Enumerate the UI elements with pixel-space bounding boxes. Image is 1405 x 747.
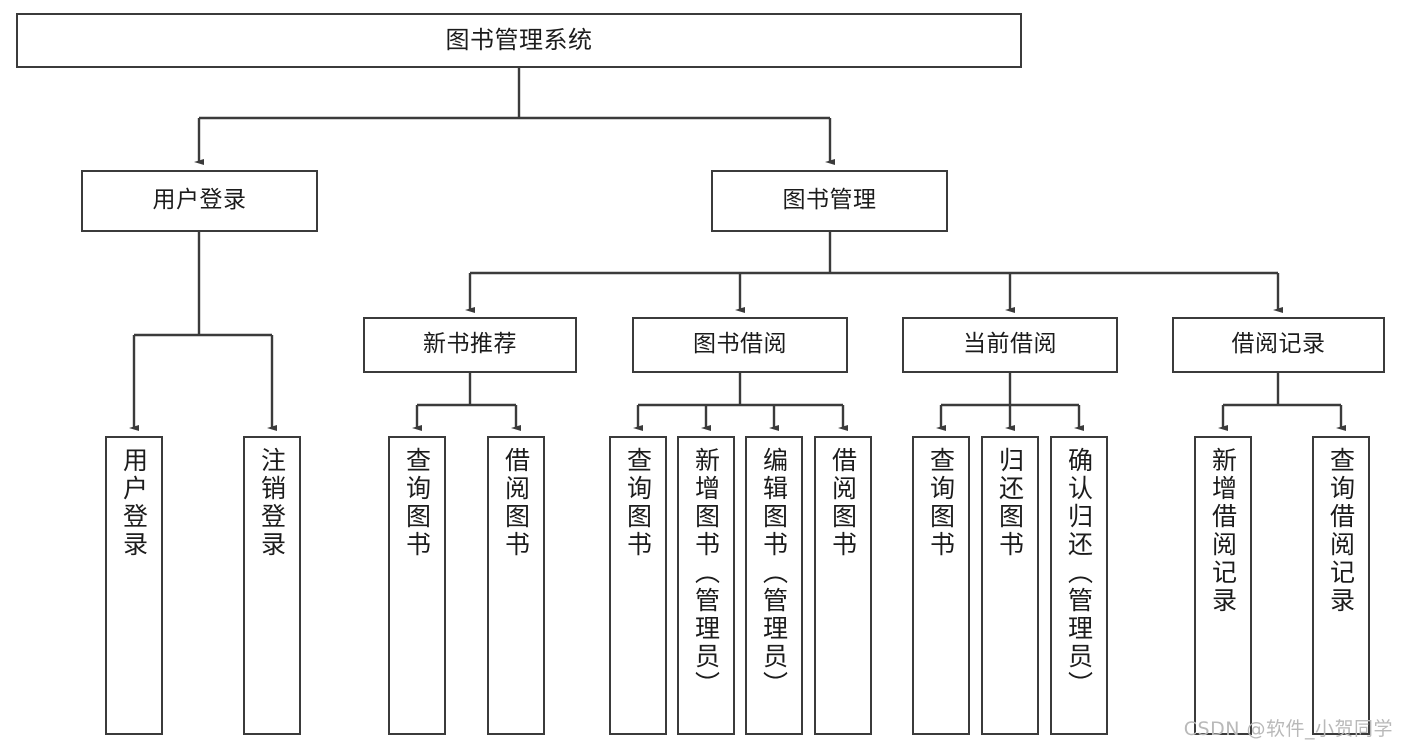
csdn-watermark: CSDN @软件_小贺同学 [1183, 718, 1393, 740]
node-leaf-query-borrow-record-label: 查询借阅记录 [1326, 447, 1356, 615]
node-current-borrow[interactable]: 当前借阅 [902, 317, 1118, 373]
node-borrow-record[interactable]: 借阅记录 [1172, 317, 1385, 373]
node-leaf-query-book-current-label: 查询图书 [926, 447, 956, 559]
node-leaf-query-book-recommend[interactable]: 查询图书 [388, 436, 446, 735]
node-leaf-return-book-label: 归还图书 [995, 447, 1025, 559]
node-leaf-query-book-borrow[interactable]: 查询图书 [609, 436, 667, 735]
node-new-book-recommend-label: 新书推荐 [423, 331, 517, 358]
node-leaf-add-borrow-record[interactable]: 新增借阅记录 [1194, 436, 1252, 735]
node-root[interactable]: 图书管理系统 [16, 13, 1022, 68]
node-leaf-query-book-recommend-label: 查询图书 [402, 447, 432, 559]
node-leaf-borrow-book-label: 借阅图书 [828, 447, 858, 559]
node-leaf-confirm-return-admin[interactable]: 确认归还（管理员） [1050, 436, 1108, 735]
node-leaf-query-book-current[interactable]: 查询图书 [912, 436, 970, 735]
node-leaf-borrow-book-recommend-label: 借阅图书 [501, 447, 531, 559]
node-leaf-query-borrow-record[interactable]: 查询借阅记录 [1312, 436, 1370, 735]
node-book-management[interactable]: 图书管理 [711, 170, 948, 232]
node-leaf-add-book-admin[interactable]: 新增图书（管理员） [677, 436, 735, 735]
node-leaf-add-borrow-record-label: 新增借阅记录 [1208, 447, 1238, 615]
node-leaf-borrow-book-recommend[interactable]: 借阅图书 [487, 436, 545, 735]
node-leaf-user-logout[interactable]: 注销登录 [243, 436, 301, 735]
node-book-management-label: 图书管理 [782, 187, 877, 214]
node-leaf-add-book-admin-label: 新增图书（管理员） [691, 447, 721, 699]
node-book-borrow-label: 图书借阅 [693, 331, 787, 358]
node-leaf-confirm-return-admin-label: 确认归还（管理员） [1064, 447, 1094, 699]
node-user-login[interactable]: 用户登录 [81, 170, 318, 232]
node-leaf-user-login-label: 用户登录 [119, 447, 149, 559]
node-leaf-user-logout-label: 注销登录 [257, 447, 287, 559]
node-book-borrow[interactable]: 图书借阅 [632, 317, 848, 373]
node-current-borrow-label: 当前借阅 [963, 331, 1057, 358]
node-leaf-edit-book-admin-label: 编辑图书（管理员） [759, 447, 789, 699]
node-borrow-record-label: 借阅记录 [1231, 331, 1326, 358]
node-new-book-recommend[interactable]: 新书推荐 [363, 317, 577, 373]
node-leaf-return-book[interactable]: 归还图书 [981, 436, 1039, 735]
node-leaf-user-login[interactable]: 用户登录 [105, 436, 163, 735]
node-root-label: 图书管理系统 [445, 26, 593, 55]
node-leaf-borrow-book[interactable]: 借阅图书 [814, 436, 872, 735]
node-user-login-label: 用户登录 [152, 187, 247, 214]
node-leaf-query-book-borrow-label: 查询图书 [623, 447, 653, 559]
node-leaf-edit-book-admin[interactable]: 编辑图书（管理员） [745, 436, 803, 735]
